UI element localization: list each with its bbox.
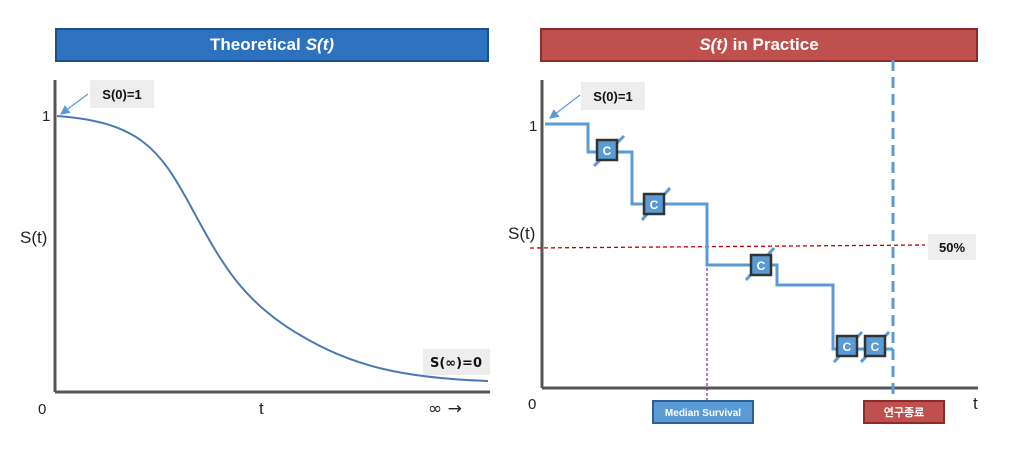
theoretical-title-main: Theoretical [209, 35, 301, 54]
right-start-callout-box [581, 82, 645, 110]
left-start-callout-text: S(0)=1 [102, 87, 141, 102]
theoretical-survival-curve [56, 115, 489, 382]
left-x-tick-end: ∞ → [428, 399, 462, 419]
left-y-tick-top: 1 [42, 108, 50, 125]
censor-label-4: C [843, 340, 852, 354]
right-y-tick-top: 1 [529, 118, 537, 135]
censor-marker-5: C [863, 334, 887, 358]
right-x-axis-label: t [973, 394, 978, 413]
study-end-label: 연구종료 [884, 405, 924, 419]
practice-title-var: S(t) [699, 35, 728, 54]
left-start-callout-box [90, 80, 154, 108]
practice-title-main: in Practice [732, 35, 819, 54]
theoretical-header: Theoretical S(t) [55, 28, 489, 62]
right-x-tick-origin: 0 [528, 396, 536, 413]
median-horizontal-line [529, 244, 926, 249]
right-start-callout-arrow [549, 94, 581, 119]
median-percent-box [928, 234, 976, 260]
left-y-axis-label: S(t) [20, 228, 47, 247]
left-end-callout-text: S(∞)=0 [430, 356, 482, 371]
theoretical-title-var: S(t) [305, 35, 335, 54]
censor-marker-4: C [835, 334, 859, 358]
practice-header: S(t) in Practice [540, 28, 978, 62]
censor-label-2: C [650, 198, 659, 212]
median-survival-label: Median Survival [665, 408, 741, 419]
median-survival-box [652, 400, 754, 424]
censor-label-1: C [603, 144, 612, 158]
censor-marker-3: C [749, 253, 773, 277]
right-y-axis-label: S(t) [508, 224, 535, 243]
censor-marker-2: C [642, 192, 666, 216]
left-x-tick-origin: 0 [38, 401, 46, 418]
left-start-callout-arrow [60, 93, 89, 115]
study-end-box [863, 400, 945, 424]
censor-label-5: C [871, 340, 880, 354]
kaplan-meier-step-curve [545, 122, 893, 351]
median-percent-label: 50% [939, 240, 965, 255]
left-end-callout-box [423, 349, 490, 375]
left-x-axis-label: t [259, 399, 264, 418]
censor-label-3: C [757, 259, 766, 273]
right-start-callout-text: S(0)=1 [593, 89, 632, 104]
censor-marker-1: C [595, 138, 619, 162]
